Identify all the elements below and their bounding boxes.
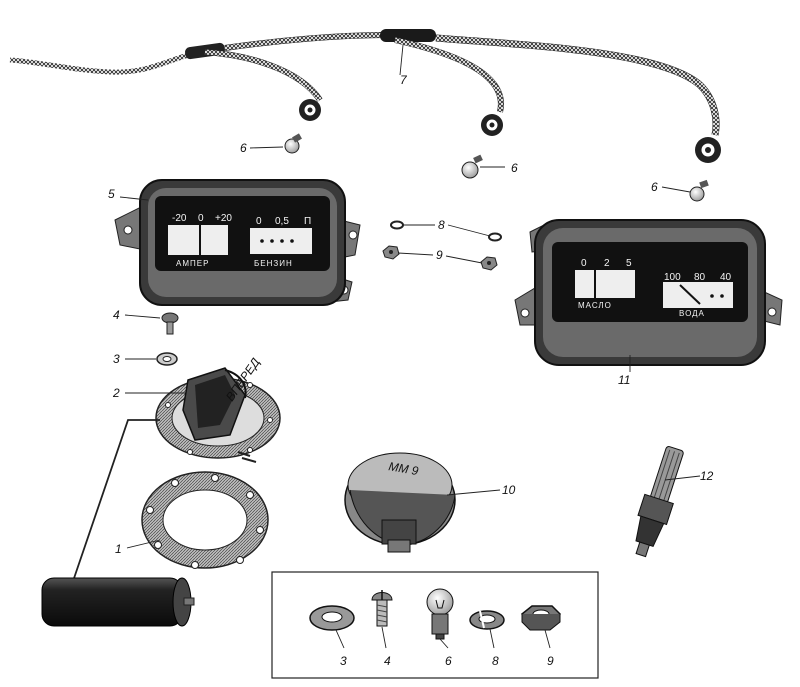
lamp-socket-middle <box>481 114 503 136</box>
callout-1: 1 <box>115 542 122 556</box>
temperature-sensor <box>635 446 684 558</box>
bulb-icon <box>461 154 483 179</box>
lamp-socket-left <box>299 99 321 121</box>
spare-parts-inset: 3 4 6 8 9 <box>271 571 599 679</box>
fuel-scale-full: П <box>304 216 311 227</box>
spring-washer-icon <box>469 610 505 630</box>
callout-9: 9 <box>436 248 443 262</box>
callout-6: 6 <box>651 180 658 194</box>
callouts: 5 7 6 6 6 8 9 4 3 2 1 11 10 12 <box>108 73 714 556</box>
amp-scale-max: +20 <box>215 213 232 224</box>
screw-icon <box>161 312 179 335</box>
washer-icon <box>156 352 178 366</box>
inset-callout-4: 4 <box>384 654 391 668</box>
callout-8: 8 <box>438 218 445 232</box>
water-caption: ВОДА <box>679 309 705 318</box>
callout-3: 3 <box>113 352 120 366</box>
lamp-socket-right <box>695 137 721 163</box>
inset-callout-3: 3 <box>340 654 347 668</box>
leader-lines <box>119 44 701 549</box>
washer-icon <box>309 605 355 631</box>
water-scale-high: 100 <box>664 272 681 283</box>
oil-water-gauge: 0 2 5 100 80 40 МАСЛО ВОДА <box>514 219 783 366</box>
amp-scale-zero: 0 <box>198 213 204 224</box>
oil-scale-max: 5 <box>626 258 632 269</box>
fuel-caption: БЕНЗИН <box>254 259 293 268</box>
screw-icon <box>371 590 393 627</box>
callout-10: 10 <box>502 483 516 497</box>
bulb-icon <box>689 179 709 202</box>
ammeter-fuel-gauge: -20 0 +20 0 0,5 П АМПЕР БЕНЗИН <box>114 179 361 306</box>
bulb-icon <box>284 133 302 154</box>
callout-4: 4 <box>113 308 120 322</box>
fuel-scale-half: 0,5 <box>275 216 289 227</box>
oil-scale-min: 0 <box>581 258 587 269</box>
water-scale-low: 40 <box>720 272 732 283</box>
oil-scale-mid: 2 <box>604 258 610 269</box>
bulb-icon <box>426 588 454 640</box>
callout-2: 2 <box>112 386 120 400</box>
sensor-marking: ММ 9 <box>387 459 419 478</box>
callout-6: 6 <box>511 161 518 175</box>
callout-7: 7 <box>400 73 408 87</box>
oil-caption: МАСЛО <box>578 301 612 310</box>
oil-pressure-sensor: ММ 9 <box>344 452 456 553</box>
nut-icon <box>520 605 562 631</box>
inset-callout-8: 8 <box>492 654 499 668</box>
amp-scale-min: -20 <box>172 213 187 224</box>
inset-callout-6: 6 <box>445 654 452 668</box>
float <box>41 577 195 627</box>
inset-callout-9: 9 <box>547 654 554 668</box>
nut-icon <box>382 245 498 271</box>
amp-caption: АМПЕР <box>176 259 209 268</box>
water-scale-mid: 80 <box>694 272 706 283</box>
callout-12: 12 <box>700 469 714 483</box>
callout-6: 6 <box>240 141 247 155</box>
spring-washer-icon <box>390 220 502 242</box>
wiring-harness <box>9 29 721 163</box>
callout-11: 11 <box>618 373 630 387</box>
gasket <box>141 471 269 569</box>
fuel-scale-empty: 0 <box>256 216 262 227</box>
callout-5: 5 <box>108 187 115 201</box>
fuel-level-sender: ВПЕРЕД <box>69 355 281 591</box>
